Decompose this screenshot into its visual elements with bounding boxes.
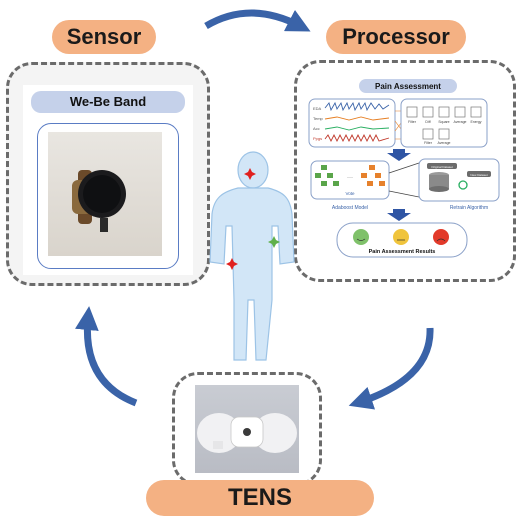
face-neutral [393,229,409,245]
signal-wave-temp [324,116,390,121]
face-happy [353,229,369,245]
tens-photo [195,385,299,473]
feature-energy: Energy [470,120,481,124]
svg-text:···: ··· [347,175,353,181]
arrow-processor-to-tens [348,327,434,410]
feature-square: Square [438,120,449,124]
signal-wave-eda [324,101,390,112]
signal-wave-ppgs [324,133,390,143]
sensor-title: Sensor [52,20,156,54]
original-dataset-label: Original Dataset [431,165,453,169]
adaboost-panel [310,160,390,200]
pa-header: Pain Assessment [375,82,441,91]
arrow-tens-to-sensor [75,306,138,407]
arrow-sensor-to-processor [204,9,311,32]
feature2-filter: Filter [424,141,433,145]
signal-ppgs: Ppgs [313,136,322,141]
vote-label: Vote [345,191,355,196]
watch-icon [72,170,126,232]
watch-photo [48,132,162,256]
signal-acc: Acc [313,126,320,131]
pain-assessment-flow: Pain Assessment EDA Temp Acc Ppgs Filter… [308,79,500,258]
sensor-site-head [244,168,256,180]
sensor-inner-panel: We-Be Band [23,85,193,275]
tens-device-icon [197,413,297,453]
sensor-site-arm [268,236,280,248]
we-be-band-header: We-Be Band [31,91,185,113]
results-label: Pain Assessment Results [369,249,436,255]
tens-title: TENS [146,480,374,516]
feature-diff: Diff [425,120,430,124]
feature-average: Average [454,120,467,124]
signal-eda: EDA [313,106,322,111]
signal-panel [308,98,396,148]
sensor-site-wrist [226,258,238,270]
pa-header-bg [359,79,457,93]
signal-wave-acc [324,126,390,131]
processor-box: Pain Assessment EDA Temp Acc Ppgs Filter… [294,60,516,282]
watch-photo-frame [37,123,179,269]
flow-arrow-2 [387,209,411,221]
tens-box [172,372,322,486]
feature2-average: Average [438,141,451,145]
flow-arrow-1 [387,149,411,161]
signal-temp: Temp [313,116,324,121]
processor-title: Processor [326,20,466,54]
sensor-box: We-Be Band [6,62,210,286]
adaboost-label: Adaboost Model [332,205,368,211]
feature-filter: Filter [408,120,417,124]
new-dataset-label: New Dataset [470,173,487,177]
retrain-label: Retrain Algorithm [450,205,488,211]
feature-panel [400,98,488,148]
